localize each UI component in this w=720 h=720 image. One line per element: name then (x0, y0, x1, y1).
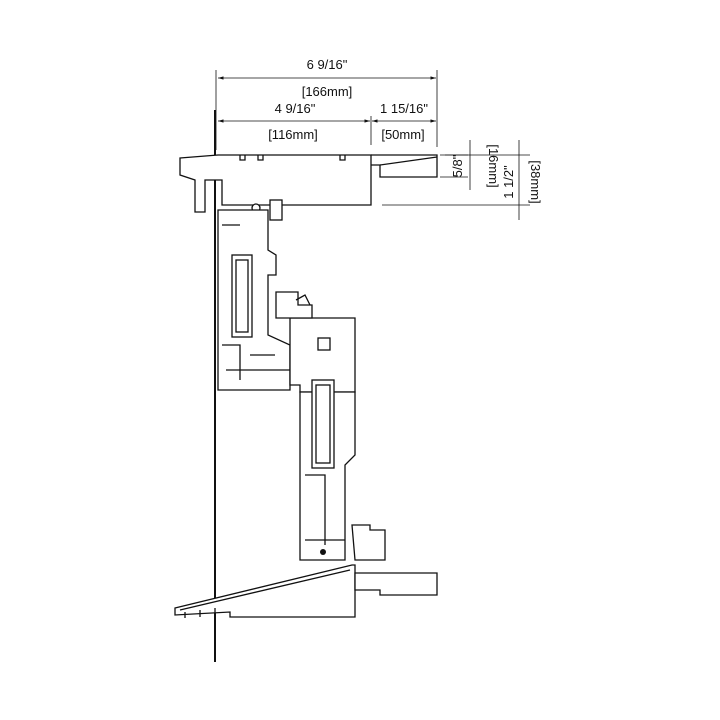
dimension-overall: 6 9/16" [166mm] (215, 57, 438, 150)
head-frame (179, 154, 438, 221)
overall-mm-label: [166mm] (302, 84, 353, 99)
right-mm-label: [50mm] (381, 127, 424, 142)
right-inch-label: 1 15/16" (380, 101, 428, 116)
overall-inch-label: 6 9/16" (307, 57, 348, 72)
head-mm-label: [38mm] (528, 160, 543, 203)
sill (174, 564, 438, 618)
head-inch-label: 1 1/2" (501, 165, 516, 199)
lower-glass (311, 379, 335, 469)
dimension-split: 4 9/16" 1 15/16" [116mm] [50mm] (218, 101, 436, 145)
small-mm-label: [16mm] (486, 144, 501, 187)
upper-sash (217, 209, 291, 391)
left-inch-label: 4 9/16" (275, 101, 316, 116)
upper-glass (231, 254, 253, 338)
meeting-rail (275, 291, 356, 393)
small-inch-label: 5/8" (450, 154, 465, 177)
left-mm-label: [116mm] (268, 127, 318, 142)
dimension-vertical: 5/8" [16mm] 1 1/2" [38mm] (382, 140, 543, 220)
lower-sash (299, 379, 386, 561)
